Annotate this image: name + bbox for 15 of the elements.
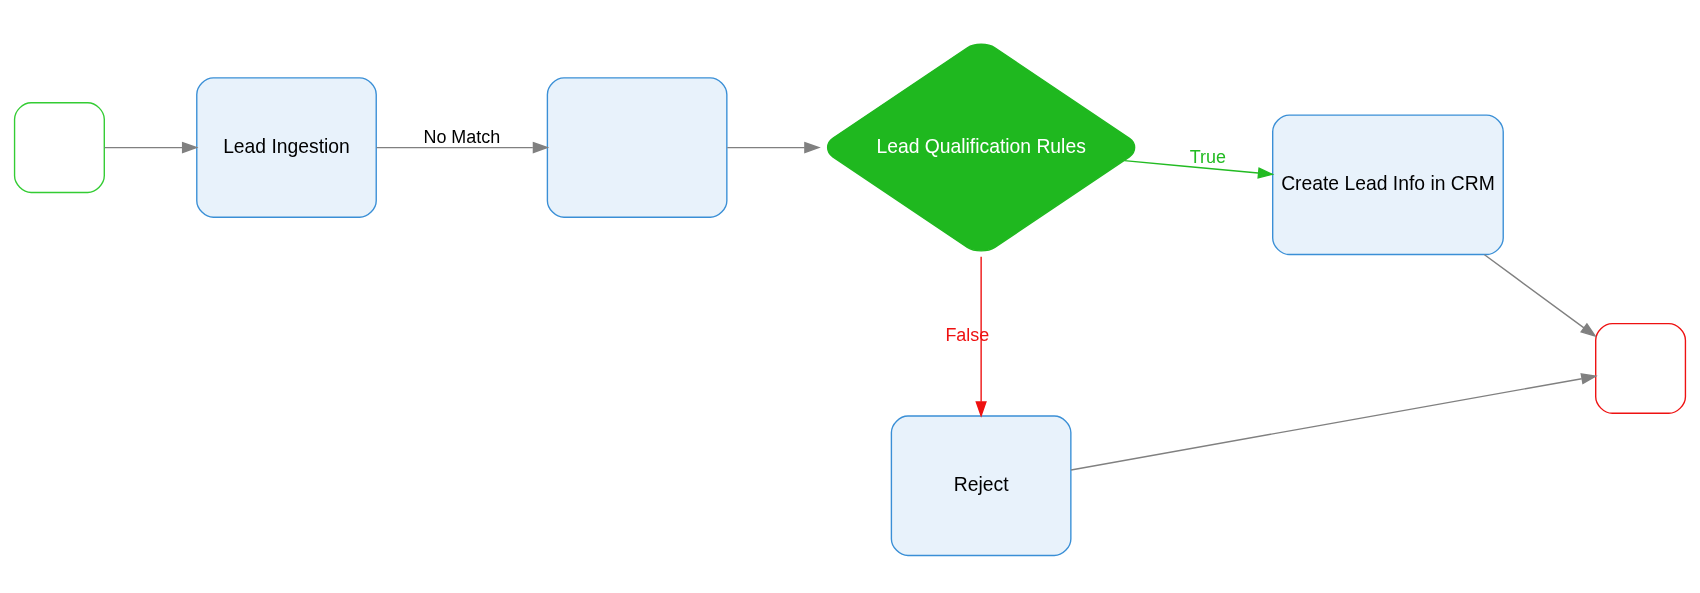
arrow <box>103 141 199 153</box>
edge-label: True <box>1189 146 1226 167</box>
arrow <box>1123 159 1275 179</box>
node-box <box>13 101 105 193</box>
node-box <box>1595 322 1687 414</box>
arrow <box>1070 372 1598 471</box>
node-box: Reject <box>890 414 1072 556</box>
node-box: Lead Ingestion <box>196 76 377 218</box>
edge-label: No Match <box>423 126 501 147</box>
node-box <box>546 76 728 218</box>
node-box: Create Lead Info in CRM <box>1272 113 1504 255</box>
arrow <box>975 255 987 418</box>
arrow <box>1483 253 1597 337</box>
arrow <box>726 141 821 153</box>
arrow <box>375 141 550 153</box>
